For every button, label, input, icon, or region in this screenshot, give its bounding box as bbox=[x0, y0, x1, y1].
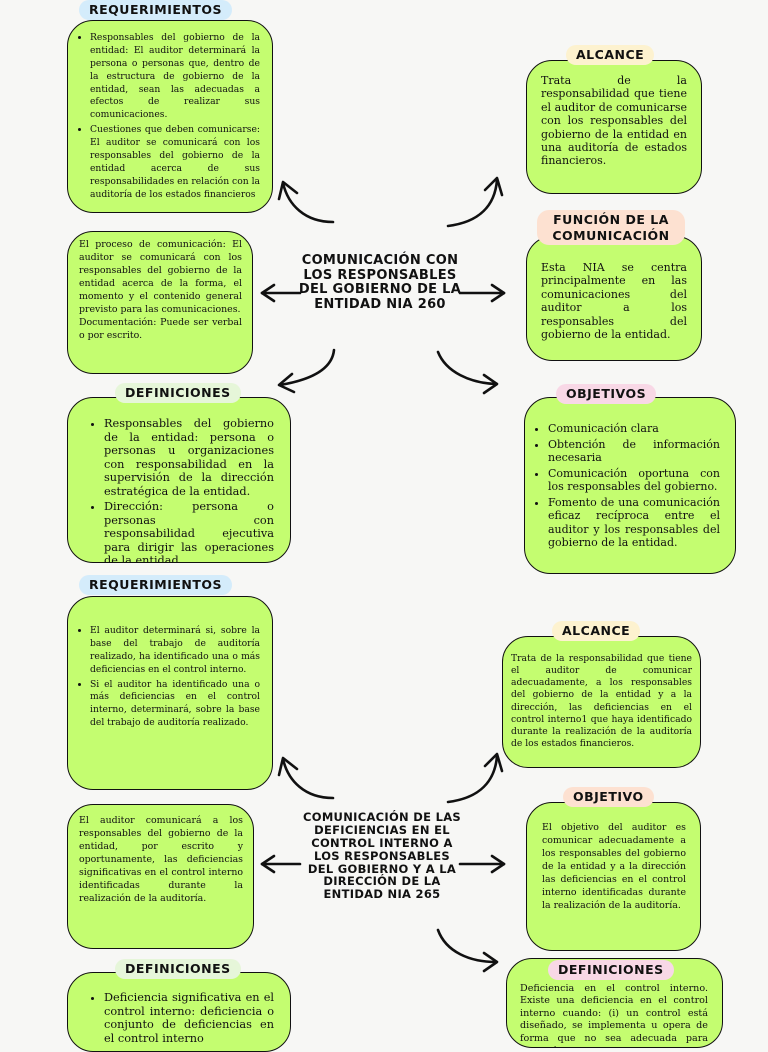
box-auditor-comunicara: El auditor comunicará a los responsables… bbox=[67, 804, 254, 949]
label-requerimientos: REQUERIMIENTOS bbox=[79, 0, 233, 20]
box-alcance: Trata de la responsabilidad que tiene el… bbox=[526, 60, 702, 194]
arrow-to-requerimientos bbox=[281, 181, 335, 224]
label-funcion-comunicacion: FUNCIÓN DE LA COMUNICACIÓN bbox=[537, 210, 685, 246]
alcance-2-text: Trata de la responsabilidad que tiene el… bbox=[511, 653, 692, 749]
label-alcance-2: ALCANCE bbox=[552, 621, 641, 641]
label-objetivos: OBJETIVOS bbox=[556, 384, 657, 404]
list-item: El auditor determinará si, sobre la base… bbox=[90, 625, 260, 677]
label-requerimientos-2: REQUERIMIENTOS bbox=[79, 575, 233, 595]
label-definiciones-2: DEFINICIONES bbox=[115, 959, 241, 979]
list-item: Cuestiones que deben comunicarse: El aud… bbox=[90, 124, 260, 201]
list-item: Obtención de información necesaria bbox=[548, 438, 720, 465]
box-proceso-comunicacion: El proceso de comunicación: El auditor s… bbox=[67, 231, 253, 374]
list-item: Comunicación clara bbox=[548, 422, 720, 436]
arrow-to-definiciones-right bbox=[436, 928, 498, 964]
arrow-to-definiciones bbox=[278, 348, 336, 387]
funcion-text: Esta NIA se centra principalmente en las… bbox=[541, 261, 687, 342]
list-item: Si el auditor ha identificado una o más … bbox=[90, 679, 260, 731]
alcance-text: Trata de la responsabilidad que tiene el… bbox=[541, 74, 687, 168]
list-item: Dirección: persona o personas con respon… bbox=[104, 500, 274, 562]
arrow-to-alcance-2 bbox=[446, 754, 499, 804]
box-alcance-2: Trata de la responsabilidad que tiene el… bbox=[502, 636, 701, 768]
label-definiciones-right: DEFINICIONES bbox=[548, 960, 674, 980]
list-item: Fomento de una comunicación eficaz recíp… bbox=[548, 496, 720, 550]
list-item: Comunicación oportuna con los responsabl… bbox=[548, 467, 720, 494]
label-definiciones: DEFINICIONES bbox=[115, 383, 241, 403]
connector-arrows bbox=[260, 176, 506, 973]
comunicara-text: El auditor comunicará a los responsables… bbox=[79, 815, 243, 904]
box-definiciones: Responsables del gobierno de la entidad:… bbox=[67, 397, 291, 563]
label-objetivo: OBJETIVO bbox=[563, 787, 654, 807]
box-objetivos: Comunicación clara Obtención de informac… bbox=[524, 397, 736, 574]
arrow-to-alcance bbox=[446, 178, 499, 228]
arrow-to-requerimientos-2 bbox=[281, 757, 335, 800]
center-title-nia-265: COMUNICACIÓN DE LAS DEFICIENCIAS EN EL C… bbox=[303, 810, 461, 902]
documentacion-text: Documentación: Puede ser verbal o por es… bbox=[79, 316, 242, 341]
list-item: Responsables del gobierno de la entidad:… bbox=[104, 417, 274, 498]
box-requerimientos-2: El auditor determinará si, sobre la base… bbox=[67, 596, 273, 790]
label-alcance: ALCANCE bbox=[566, 45, 655, 65]
box-funcion-comunicacion: Esta NIA se centra principalmente en las… bbox=[526, 236, 702, 361]
objetivo-text: El objetivo del auditor es comunicar ade… bbox=[542, 822, 686, 911]
proceso-text: El proceso de comunicación: El auditor s… bbox=[79, 239, 242, 315]
list-item: Responsables del gobierno de la entidad:… bbox=[90, 32, 260, 122]
box-requerimientos: Responsables del gobierno de la entidad:… bbox=[67, 20, 273, 213]
center-title-nia-260: COMUNICACIÓN CON LOS RESPONSABLES DEL GO… bbox=[298, 253, 462, 312]
arrow-to-objetivos bbox=[436, 350, 498, 386]
